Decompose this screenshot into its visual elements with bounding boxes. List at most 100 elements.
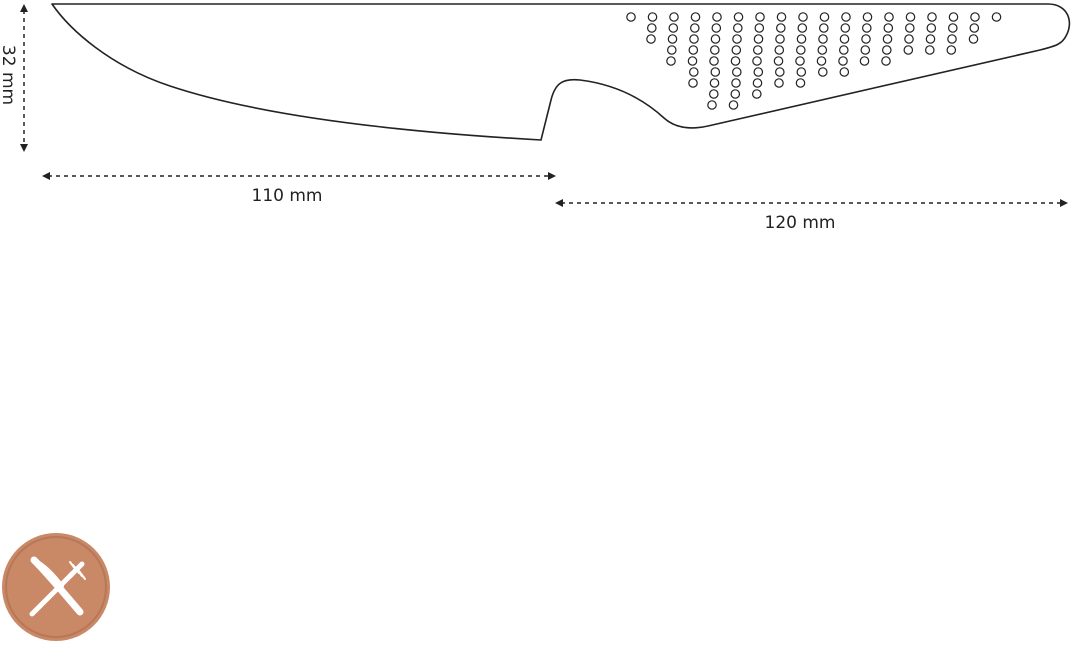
- handle-hole: [904, 34, 914, 44]
- handle-hole: [712, 12, 722, 22]
- handle-hole: [838, 56, 848, 66]
- handle-hole: [840, 23, 851, 33]
- handle-hole: [882, 34, 893, 44]
- handle-hole: [753, 67, 764, 77]
- handle-hole: [816, 56, 827, 66]
- handle-hole: [818, 23, 829, 33]
- handle-hole: [773, 56, 784, 66]
- handle-hole: [753, 34, 764, 44]
- handle-hole: [947, 23, 958, 33]
- handle-hole: [841, 12, 851, 22]
- handle-hole: [795, 78, 806, 88]
- handle-hole: [732, 34, 742, 44]
- handle-hole: [689, 34, 699, 44]
- handle-hole: [904, 23, 915, 33]
- handle-hole: [728, 100, 739, 110]
- handle-hole: [775, 23, 786, 33]
- handle-hole: [795, 45, 806, 55]
- handle-hole: [991, 12, 1002, 22]
- handle-hole: [838, 45, 849, 55]
- handle-hole: [925, 34, 936, 44]
- handle-hole: [774, 67, 785, 77]
- handle-hole: [689, 23, 700, 33]
- handle-hole: [775, 34, 785, 44]
- handle-hole: [708, 89, 719, 99]
- handle-hole: [709, 45, 720, 55]
- handle-hole: [646, 34, 656, 44]
- handle-hole: [881, 56, 891, 66]
- blade-length-label: 110 mm: [252, 186, 323, 206]
- handle-hole: [751, 89, 762, 99]
- handle-hole: [796, 34, 807, 44]
- handle-hole: [732, 23, 743, 33]
- handle-hole: [839, 67, 850, 77]
- handle-hole: [818, 34, 828, 44]
- handle-hole: [948, 12, 959, 22]
- handle-hole: [946, 45, 957, 55]
- handle-hole: [797, 23, 808, 33]
- handle-hole: [688, 78, 698, 88]
- handle-hole: [861, 23, 872, 33]
- handle-hole: [968, 34, 979, 44]
- handle-hole: [817, 45, 828, 55]
- handle-hole: [970, 12, 980, 22]
- handle-hole: [711, 23, 722, 33]
- handle-hole: [667, 34, 678, 44]
- handle-hole: [903, 45, 914, 55]
- handle-hole: [731, 78, 741, 88]
- handle-hole: [839, 34, 850, 44]
- handle-hole: [905, 12, 916, 22]
- handle-hole: [927, 12, 937, 22]
- handle-hole: [687, 56, 698, 66]
- handle-hole: [668, 23, 679, 33]
- handle-hole: [731, 67, 742, 77]
- handle-hole: [860, 45, 871, 55]
- handle-hole: [819, 12, 830, 22]
- handle-hole: [883, 23, 894, 33]
- handle-hole: [862, 12, 873, 22]
- handle-hole: [731, 45, 742, 55]
- handle-hole: [861, 34, 871, 44]
- restaurant-badge: [2, 533, 110, 641]
- handle-hole: [707, 100, 717, 110]
- height-dimension: 32 mm: [0, 4, 28, 152]
- handle-hole: [709, 78, 720, 88]
- handle-hole: [666, 45, 677, 55]
- handle-length-label: 120 mm: [765, 213, 836, 233]
- handle-hole: [690, 12, 701, 22]
- handle-hole: [881, 45, 892, 55]
- handle-hole: [798, 12, 808, 22]
- handle-hole: [926, 23, 937, 33]
- handle-hole: [730, 89, 741, 99]
- blade-length-dimension: 110 mm: [42, 172, 556, 206]
- handle-hole: [688, 45, 699, 55]
- handle-hole: [669, 12, 679, 22]
- handle-hole: [666, 56, 676, 66]
- handle-hole: [884, 12, 894, 22]
- handle-hole: [795, 56, 805, 66]
- handle-hole: [733, 12, 744, 22]
- handle-hole: [730, 56, 741, 66]
- height-label: 32 mm: [0, 45, 18, 105]
- handle-hole-pattern: [626, 12, 1002, 110]
- handle-hole: [755, 12, 765, 22]
- handle-hole: [710, 34, 721, 44]
- handle-length-dimension: 120 mm: [555, 199, 1068, 233]
- handle-hole: [754, 23, 765, 33]
- knife-outline: [51, 1, 1071, 141]
- handle-hole: [752, 78, 763, 88]
- handle-hole: [776, 12, 787, 22]
- handle-hole: [752, 56, 762, 66]
- handle-hole: [752, 45, 763, 55]
- handle-hole: [688, 67, 699, 77]
- handle-hole: [626, 12, 636, 22]
- handle-hole: [774, 78, 784, 88]
- handle-hole: [709, 56, 719, 66]
- handle-hole: [859, 56, 870, 66]
- handle-hole: [710, 67, 721, 77]
- fork-knife-icon: [29, 556, 86, 617]
- handle-hole: [774, 45, 785, 55]
- handle-hole: [924, 45, 935, 55]
- handle-hole: [646, 23, 657, 33]
